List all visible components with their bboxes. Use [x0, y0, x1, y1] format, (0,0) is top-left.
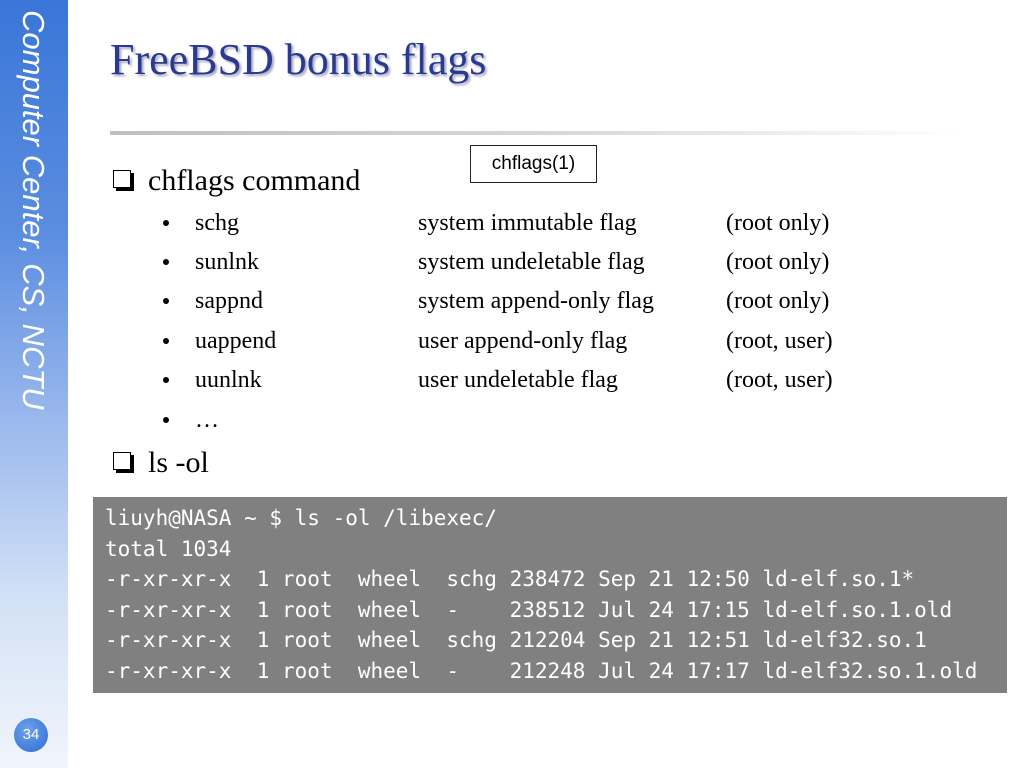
flag-name: schg: [195, 210, 239, 236]
flag-permission: (root, user): [726, 367, 833, 393]
list-item: sunlnk system undeletable flag (root onl…: [0, 246, 1024, 278]
bullet-icon: [163, 298, 169, 304]
bullet-icon: [163, 417, 169, 423]
flag-description: system append-only flag: [418, 288, 654, 314]
bullet-icon: [163, 338, 169, 344]
flag-name: uappend: [195, 328, 277, 354]
slide-title: FreeBSD bonus flags: [110, 35, 487, 84]
flag-name: uunlnk: [195, 367, 262, 393]
list-item: sappnd system append-only flag (root onl…: [0, 285, 1024, 317]
flag-name: sunlnk: [195, 249, 260, 275]
list-item: schg system immutable flag (root only): [0, 207, 1024, 239]
flag-name: …: [195, 407, 219, 433]
flag-permission: (root only): [726, 288, 830, 314]
man-page-callout: chflags(1): [470, 145, 597, 183]
flag-permission: (root, user): [726, 328, 833, 354]
page-number-badge: 34: [14, 718, 48, 752]
square-bullet-icon: [113, 452, 131, 470]
section-heading-ls: ls -ol: [148, 446, 209, 479]
sidebar-caption: Computer Center, CS, NCTU: [16, 10, 51, 410]
bullet-icon: [163, 220, 169, 226]
list-item: …: [0, 404, 1024, 436]
flag-description: user undeletable flag: [418, 367, 618, 393]
bullet-icon: [163, 259, 169, 265]
section-heading-chflags: chflags command: [148, 164, 361, 197]
flag-description: user append-only flag: [418, 328, 628, 354]
list-item: uunlnk user undeletable flag (root, user…: [0, 364, 1024, 396]
terminal-line: -r-xr-xr-x 1 root wheel - 212248 Jul 24 …: [105, 658, 978, 683]
list-item: uappend user append-only flag (root, use…: [0, 325, 1024, 357]
flag-description: system undeletable flag: [418, 249, 645, 275]
sidebar: Computer Center, CS, NCTU: [0, 0, 68, 768]
square-bullet-icon: [113, 170, 131, 188]
title-divider: [110, 131, 960, 135]
flag-description: system immutable flag: [418, 210, 637, 236]
terminal-line: -r-xr-xr-x 1 root wheel - 238512 Jul 24 …: [105, 597, 953, 622]
terminal-line: -r-xr-xr-x 1 root wheel schg 212204 Sep …: [105, 628, 927, 653]
bullet-icon: [163, 377, 169, 383]
flag-permission: (root only): [726, 249, 830, 275]
flag-name: sappnd: [195, 288, 263, 314]
terminal-line: liuyh@NASA ~ $ ls -ol /libexec/: [105, 506, 497, 530]
flag-permission: (root only): [726, 210, 830, 236]
terminal-line: -r-xr-xr-x 1 root wheel schg 238472 Sep …: [105, 567, 915, 592]
terminal-output: liuyh@NASA ~ $ ls -ol /libexec/ total 10…: [93, 497, 1007, 693]
terminal-line: total 1034: [105, 536, 232, 561]
